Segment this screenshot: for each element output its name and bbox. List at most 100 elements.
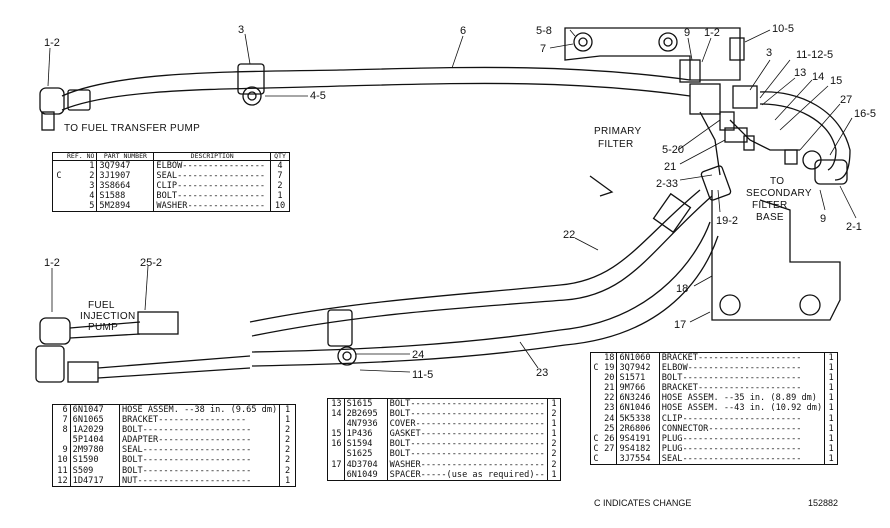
row-description: NUT---------------------- — [119, 475, 281, 486]
elbow-lower-left — [39, 317, 71, 345]
callout-3-right: 3 — [766, 47, 772, 59]
row-ref-number: 10 — [53, 455, 71, 466]
row-change-mark — [53, 181, 65, 191]
row-part-number: S1594 — [344, 439, 388, 450]
row-part-number: 3Q7942 — [616, 363, 660, 374]
hose-22 — [249, 189, 701, 323]
row-description: GASKET------------------------ — [387, 429, 548, 440]
row-part-number: 4N7936 — [344, 419, 388, 430]
row-part-number: 3S8664 — [96, 181, 155, 192]
row-part-number: 4D3704 — [344, 459, 388, 470]
row-description: BOLT--------------------- — [119, 465, 281, 476]
row-ref-number: 12 — [53, 475, 71, 486]
row-description: HOSE ASSEM. --38 in. (9.65 dm) — [119, 405, 281, 416]
callout-17: 17 — [674, 319, 686, 331]
callout-16-5: 16-5 — [854, 108, 876, 120]
header-qty: QTY — [270, 153, 289, 161]
row-quantity: 2 — [285, 465, 291, 476]
row-change-mark: C — [593, 443, 599, 454]
row-quantity: 1 — [551, 469, 557, 480]
row-change-mark — [53, 191, 65, 201]
row-quantity: 1 — [285, 415, 291, 426]
row-quantity: 1 — [828, 353, 834, 363]
callout-2-1: 2-1 — [846, 221, 862, 233]
row-description: SEAL--------------------- — [119, 445, 281, 456]
row-description: BOLT-------------------------- — [387, 449, 548, 460]
clip-3-upper — [237, 63, 265, 95]
row-description: BRACKET-------------------- — [659, 383, 826, 394]
callout-2-33: 2-33 — [656, 178, 678, 190]
row-description: BOLT--------------------- — [119, 455, 281, 466]
row-description: ADAPTER------------------ — [119, 435, 281, 446]
row-quantity: 2 — [285, 435, 291, 446]
row-quantity: 2 — [551, 459, 557, 470]
row-description: WASHER--------------- — [153, 201, 271, 212]
row-ref-number — [328, 419, 345, 430]
row-quantity: 1 — [828, 393, 834, 404]
row-description: CONNECTOR------------------ — [659, 423, 826, 434]
callout-19-2: 19-2 — [716, 215, 738, 227]
row-description: SEAL----------------------- — [659, 453, 826, 465]
row-change-mark — [591, 403, 601, 413]
row-ref-number: 20 — [601, 373, 618, 384]
table-header: REF. NO PART NUMBER DESCRIPTION QTY — [53, 153, 289, 161]
row-quantity: 1 — [828, 383, 834, 394]
row-quantity: 2 — [551, 409, 557, 420]
row-ref-number: 8 — [53, 425, 71, 436]
caption-injection: INJECTION — [80, 311, 135, 322]
row-description: HOSE ASSEM. --43 in. (10.92 dm) — [659, 403, 826, 414]
row-quantity: 1 — [828, 453, 834, 464]
callout-9-right: 9 — [820, 213, 826, 225]
row-ref-number: 23 — [601, 403, 618, 414]
row-quantity: 1 — [551, 429, 557, 440]
row-quantity: 1 — [828, 443, 834, 454]
callout-22: 22 — [563, 229, 575, 241]
row-part-number: 6N1047 — [70, 405, 120, 416]
callout-6: 6 — [460, 25, 466, 37]
row-change-mark — [53, 201, 65, 211]
row-part-number: 2B2695 — [344, 409, 388, 420]
row-quantity: 1 — [828, 413, 834, 424]
row-quantity: 1 — [551, 399, 557, 409]
row-part-number: 2M9780 — [70, 445, 120, 456]
header-desc: DESCRIPTION — [153, 153, 271, 161]
row-part-number: 9S4182 — [616, 443, 660, 454]
row-quantity: 10 — [274, 201, 286, 212]
row-quantity: 1 — [828, 373, 834, 384]
indicates-change-note: C INDICATES CHANGE — [594, 498, 692, 508]
caption-to-fuel-transfer-pump: TO FUEL TRANSFER PUMP — [64, 123, 200, 134]
row-quantity: 2 — [551, 439, 557, 450]
row-quantity: 1 — [828, 363, 834, 374]
row-description: ELBOW---------------------- — [659, 363, 826, 374]
caption-pump: PUMP — [88, 322, 118, 333]
callout-11-12-5: 11-12-5 — [796, 49, 833, 61]
row-part-number: S509 — [70, 465, 120, 476]
elbow-upper-left — [39, 87, 65, 115]
callout-25-2: 25-2 — [140, 257, 162, 269]
row-ref-number: 16 — [328, 439, 345, 450]
row-change-mark: C — [593, 363, 599, 374]
callout-4-5: 4-5 — [310, 90, 326, 102]
row-part-number: 6N3246 — [616, 393, 660, 404]
callout-24: 24 — [412, 349, 424, 361]
row-description: HOSE ASSEM. --35 in. (8.89 dm) — [659, 393, 826, 404]
row-description: BOLT-------------------------- — [387, 399, 548, 410]
row-quantity: 1 — [551, 419, 557, 430]
row-quantity: 1 — [285, 475, 291, 486]
row-quantity: 1 — [277, 191, 283, 202]
caption-primary: PRIMARY — [594, 126, 642, 137]
